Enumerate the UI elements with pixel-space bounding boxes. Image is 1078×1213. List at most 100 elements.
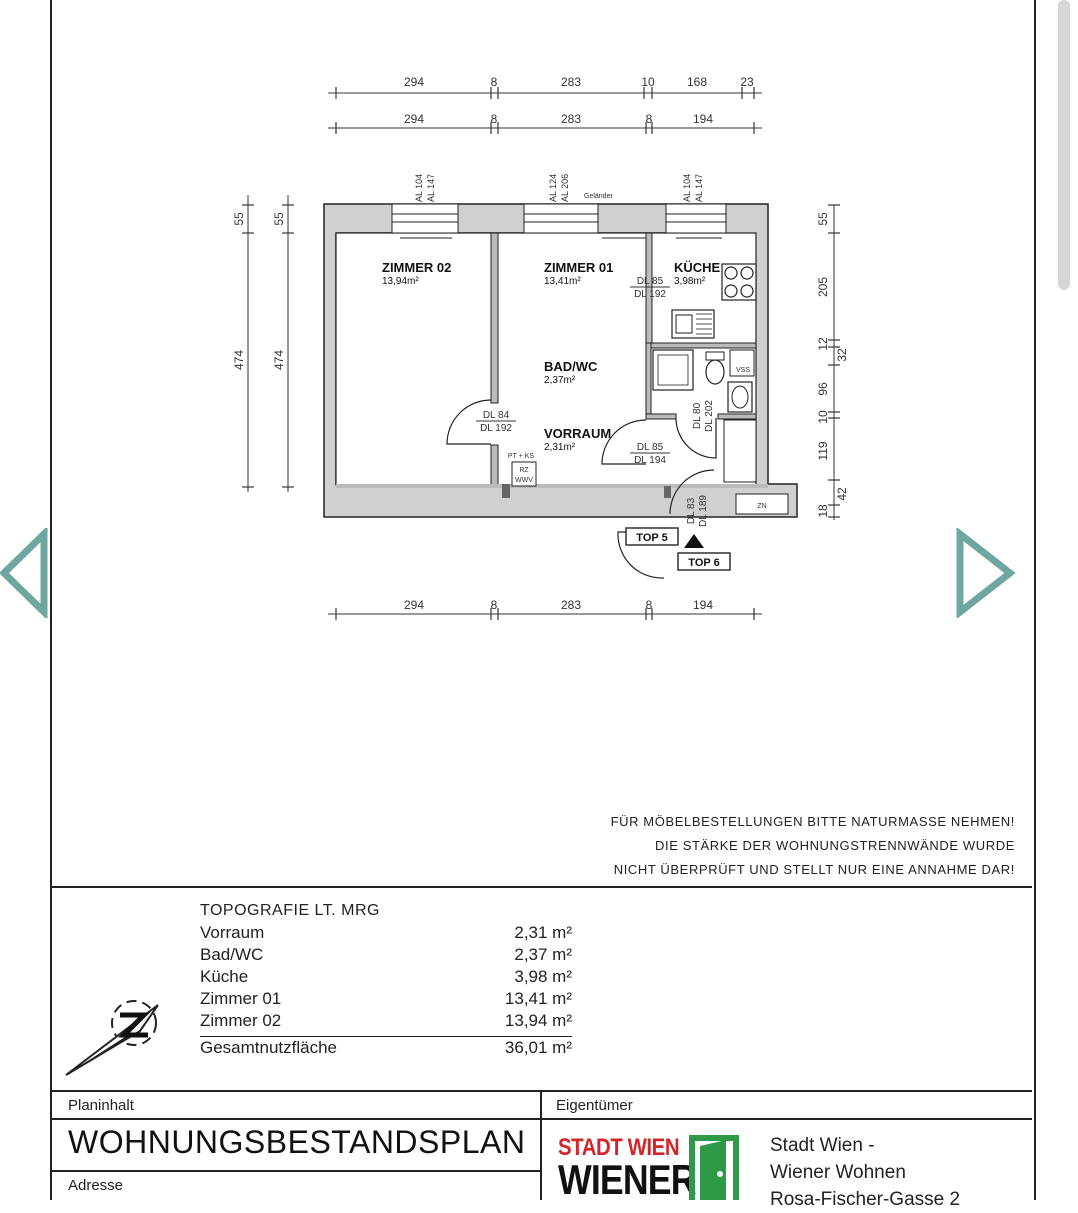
vertical-divider [540, 1090, 542, 1200]
room-area-zimmer02: 13,94m² [382, 276, 419, 287]
gelaender-label: Geländer [584, 193, 613, 200]
row-label: Bad/WC [200, 945, 264, 964]
owner-address: Stadt Wien - Wiener Wohnen Rosa-Fischer-… [770, 1132, 960, 1213]
eigentuemer-label: Eigentümer [556, 1097, 633, 1114]
floor-plan: 294 8 283 10 168 23 294 8 283 8 194 294 … [232, 75, 849, 620]
door-label-2b: DL 192 [480, 423, 512, 434]
dim-right-2: 12 [816, 337, 830, 351]
dim-top1-3: 10 [641, 75, 655, 89]
logo-line-2: WIENER [558, 1156, 697, 1203]
dim-top2-2: 283 [561, 112, 581, 126]
dim-left-0: 55 [232, 212, 246, 226]
total-label: Gesamtnutzfläche [200, 1038, 338, 1057]
dim-right-6: 119 [816, 441, 830, 460]
door-label-5a: DL 83 [686, 497, 697, 524]
divider [52, 886, 1032, 888]
door-logo-icon [689, 1135, 739, 1200]
dim-top2-3: 8 [646, 112, 653, 126]
dim-top1-4: 168 [687, 75, 707, 89]
dim-left-1: 474 [232, 350, 246, 370]
row-label: Zimmer 02 [200, 1011, 282, 1030]
top5-label: TOP 5 [636, 532, 667, 544]
dim-right-3: 32 [835, 348, 849, 362]
wiener-wohnen-logo: STADT WIEN WIENER [556, 1134, 746, 1203]
ptks-label: PT + KS [508, 453, 534, 460]
window-label-0a: AL 104 [414, 174, 424, 202]
table-row: Küche 3,98 m² [200, 966, 572, 988]
room-name-zimmer01: ZIMMER 01 [544, 260, 613, 275]
note-line-1: FÜR MÖBELBESTELLUNGEN BITTE NATURMASSE N… [610, 814, 1015, 829]
adresse-label: Adresse [68, 1177, 124, 1194]
owner-line-2: Wiener Wohnen [770, 1162, 906, 1183]
note-line-2: DIE STÄRKE DER WOHNUNGSTRENNWÄNDE WURDE [655, 838, 1015, 853]
dim-top2-1: 8 [491, 112, 498, 126]
dim-top2-0: 294 [404, 112, 424, 126]
zn-label: ZN [757, 503, 766, 510]
total-value: 36,01 m² [504, 1038, 572, 1057]
dim-right-5: 10 [816, 410, 830, 424]
door-label-4a: DL 85 [637, 442, 664, 453]
planinhalt-label: Planinhalt [68, 1097, 134, 1114]
window-label-0b: AL 147 [426, 174, 436, 202]
plan-title: WOHNUNGSBESTANDSPLAN [68, 1124, 526, 1160]
divider [542, 1118, 1032, 1120]
room-area-vorraum: 2,31m² [544, 442, 576, 453]
vss-label: VSS [736, 367, 750, 374]
dim-bottom-0: 294 [404, 598, 424, 612]
room-name-badwc: BAD/WC [544, 359, 598, 374]
room-name-vorraum: VORRAUM [544, 426, 611, 441]
table-row: Zimmer 02 13,94 m² [200, 1010, 572, 1032]
previous-page-arrow-icon[interactable] [0, 528, 70, 618]
row-value: 13,94 m² [504, 1011, 572, 1030]
top6-label: TOP 6 [688, 557, 719, 569]
table-row: Zimmer 01 13,41 m² [200, 988, 572, 1010]
room-name-kueche: KÜCHE [674, 260, 721, 275]
topography-table: TOPOGRAFIE LT. MRG Vorraum 2,31 m² Bad/WC… [200, 902, 572, 1059]
wv-label-1: RZ [519, 467, 529, 474]
dim-right-1: 205 [816, 277, 830, 297]
row-label: Küche [200, 967, 249, 986]
plan-title-box [52, 1118, 542, 1172]
row-label: Zimmer 01 [200, 989, 282, 1008]
dim-bottom-3: 8 [646, 598, 653, 612]
table-row: Vorraum 2,31 m² [200, 922, 572, 944]
door-label-3a: DL 80 [692, 402, 703, 429]
dim-top1-1: 8 [491, 75, 498, 89]
plan-notes: FÜR MÖBELBESTELLUNGEN BITTE NATURMASSE N… [500, 810, 1015, 882]
dim-top1-0: 294 [404, 75, 424, 89]
topography-heading: TOPOGRAFIE LT. MRG [200, 902, 380, 919]
window-label-2b: AL 147 [694, 174, 704, 202]
door-label-4b: DL 194 [634, 455, 666, 466]
door-label-5b: DL 189 [698, 495, 709, 527]
document-page [50, 0, 1036, 1200]
row-value: 3,98 m² [514, 967, 572, 986]
row-value: 13,41 m² [504, 989, 572, 1008]
room-name-zimmer02: ZIMMER 02 [382, 260, 451, 275]
next-page-arrow-icon[interactable] [952, 528, 1022, 618]
window-label-2a: AL 104 [682, 174, 692, 202]
dim-bottom-4: 194 [693, 598, 713, 612]
dim-left2-1: 474 [272, 350, 286, 370]
room-area-kueche: 3,98m² [674, 276, 706, 287]
door-label-3b: DL 202 [704, 400, 715, 432]
dim-right-7: 18 [816, 504, 830, 518]
row-value: 2,31 m² [514, 923, 572, 942]
door-label-2a: DL 84 [483, 410, 510, 421]
vertical-scrollbar[interactable] [1058, 0, 1070, 290]
dim-bottom-2: 283 [561, 598, 581, 612]
row-label: Vorraum [200, 923, 265, 942]
window-label-1a: AL 124 [548, 174, 558, 202]
dim-right-4: 96 [816, 382, 830, 396]
room-area-zimmer01: 13,41m² [544, 276, 581, 287]
logo-line-1: STADT WIEN [558, 1134, 680, 1161]
dim-top2-4: 194 [693, 112, 713, 126]
dim-left2-0: 55 [272, 212, 286, 226]
window-label-1b: AL 206 [560, 174, 570, 202]
door-label-1a: DL 85 [637, 276, 664, 287]
note-line-3: NICHT ÜBERPRÜFT UND STELLT NUR EINE ANNA… [613, 862, 1015, 877]
total-row: Gesamtnutzfläche 36,01 m² [200, 1036, 572, 1059]
dim-bottom-1: 8 [491, 598, 498, 612]
room-area-badwc: 2,37m² [544, 375, 576, 386]
dim-top1-5: 23 [740, 75, 754, 89]
